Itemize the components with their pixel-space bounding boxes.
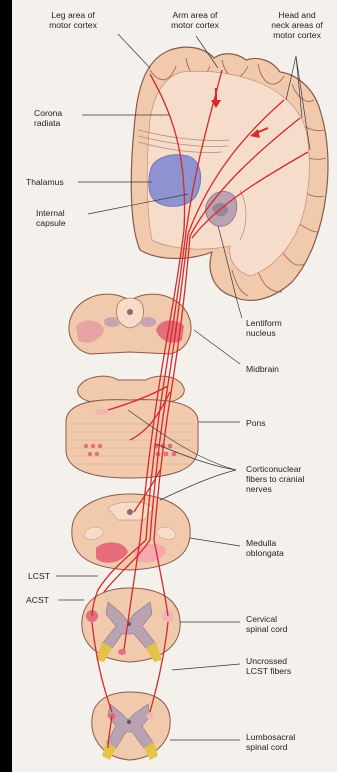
label-pons: Pons (246, 418, 316, 428)
cerebral-aqueduct (127, 309, 133, 315)
label-midbrain: Midbrain (246, 364, 316, 374)
thalamus (149, 155, 201, 207)
pons-nucleus (95, 409, 109, 415)
label-lentiform-nucleus: Lentiform nucleus (246, 318, 316, 338)
lumbosacral-cord-section (92, 692, 170, 760)
red-nucleus-left (104, 317, 120, 327)
label-lcst: LCST (28, 571, 58, 581)
label-thalamus: Thalamus (26, 177, 78, 187)
central-canal-lumbosacral (127, 720, 131, 724)
leader-midbrain (194, 330, 240, 364)
label-leg-area: Leg area of motor cortex (28, 10, 118, 30)
central-canal-medulla (127, 509, 133, 515)
label-corona-radiata: Corona radiata (34, 108, 84, 128)
leader-leg (118, 34, 150, 68)
lcst-lumbo-right (147, 713, 154, 720)
leader-medulla (190, 538, 240, 546)
label-lumbosacral: Lumbosacral spinal cord (246, 732, 326, 752)
label-medulla: Medulla oblongata (246, 538, 326, 558)
label-acst: ACST (26, 595, 56, 605)
acst-cervical (118, 649, 126, 655)
label-internal-capsule: Internal capsule (36, 208, 86, 228)
label-uncrossed: Uncrossed LCST fibers (246, 656, 326, 676)
label-cervical: Cervical spinal cord (246, 614, 326, 634)
label-corticonuclear: Corticonuclear fibers to cranial nerves (246, 464, 326, 494)
label-arm-area: Arm area of motor cortex (150, 10, 240, 30)
label-head-neck: Head and neck areas of motor cortex (258, 10, 336, 40)
medulla-section (72, 494, 190, 570)
leader-uncrossed (172, 664, 240, 670)
red-nucleus-right (140, 317, 156, 327)
pons-section (66, 376, 198, 478)
